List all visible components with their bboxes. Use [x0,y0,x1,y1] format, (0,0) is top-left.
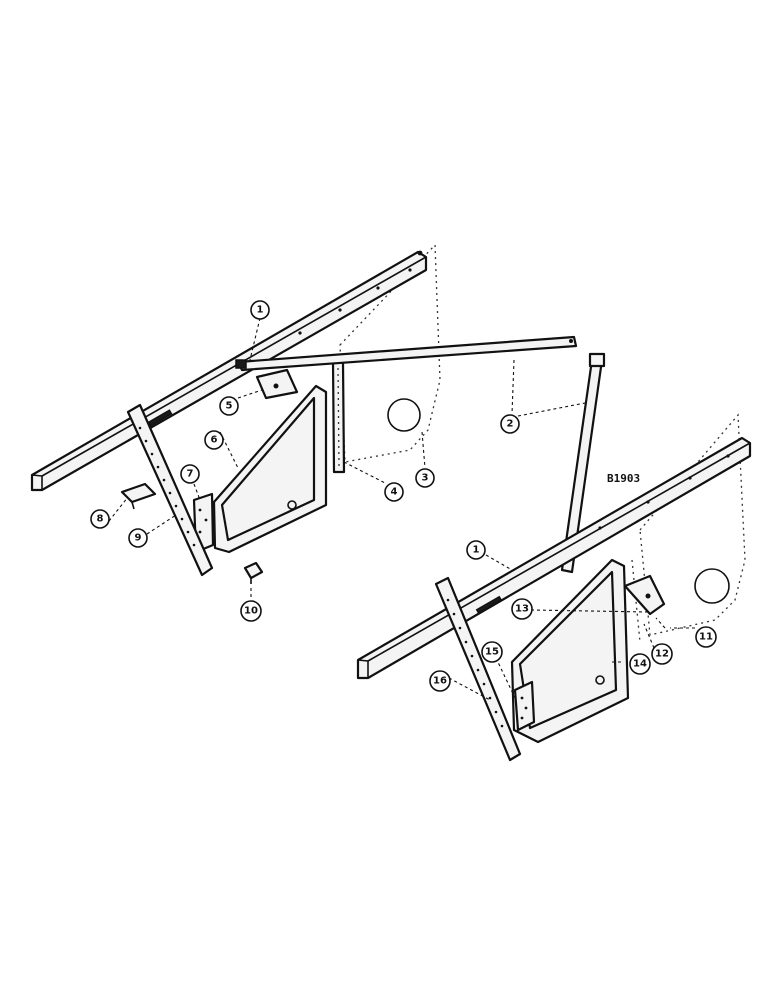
svg-text:12: 12 [655,649,669,660]
svg-text:11: 11 [699,632,713,643]
callout-1-right: 1 [466,540,486,560]
svg-text:8: 8 [97,514,104,525]
svg-text:10: 10 [244,606,258,617]
callout-9: 9 [128,528,148,548]
svg-text:15: 15 [485,647,499,658]
callout-16: 16 [429,670,451,692]
right-panel-round-opening [694,568,730,604]
callout-4: 4 [384,482,404,502]
svg-text:6: 6 [211,435,218,446]
right-assembly [356,352,752,762]
left-diagonal-leg [126,403,214,577]
svg-text:9: 9 [135,533,142,544]
svg-text:5: 5 [226,401,233,412]
right-upper-bracket [623,574,666,616]
callout-11: 11 [695,626,717,648]
callout-10: 10 [240,600,262,622]
callout-15: 15 [481,641,503,663]
callout-12: 12 [651,643,673,665]
leader-lines [108,317,695,701]
callout-6: 6 [204,430,224,450]
svg-text:16: 16 [433,676,447,687]
svg-text:4: 4 [391,487,398,498]
svg-text:1: 1 [257,305,264,316]
drawing-code-label: B1903 [607,472,640,485]
left-panel-round-opening [387,398,421,432]
left-side-panel-dotted [339,243,441,463]
callout-8: 8 [90,509,110,529]
right-side-panel-dotted [639,413,746,636]
left-angle-bracket-8 [120,482,157,504]
callout-2: 2 [500,414,520,434]
callout-1-left: 1 [250,300,270,320]
callout-3: 3 [415,468,435,488]
left-long-rail [30,250,428,492]
left-assembly [30,243,578,584]
right-mounting-plate [513,680,536,732]
callout-7: 7 [180,464,200,484]
svg-text:13: 13 [515,604,529,615]
svg-text:14: 14 [633,659,647,670]
svg-text:1: 1 [473,545,480,556]
svg-text:2: 2 [507,419,514,430]
callout-5: 5 [219,396,239,416]
svg-text:7: 7 [187,469,194,480]
callout-13: 13 [511,598,533,620]
callout-14: 14 [629,653,651,675]
left-small-clip [243,561,264,580]
svg-text:3: 3 [422,473,429,484]
right-dotted-strip [631,559,641,643]
